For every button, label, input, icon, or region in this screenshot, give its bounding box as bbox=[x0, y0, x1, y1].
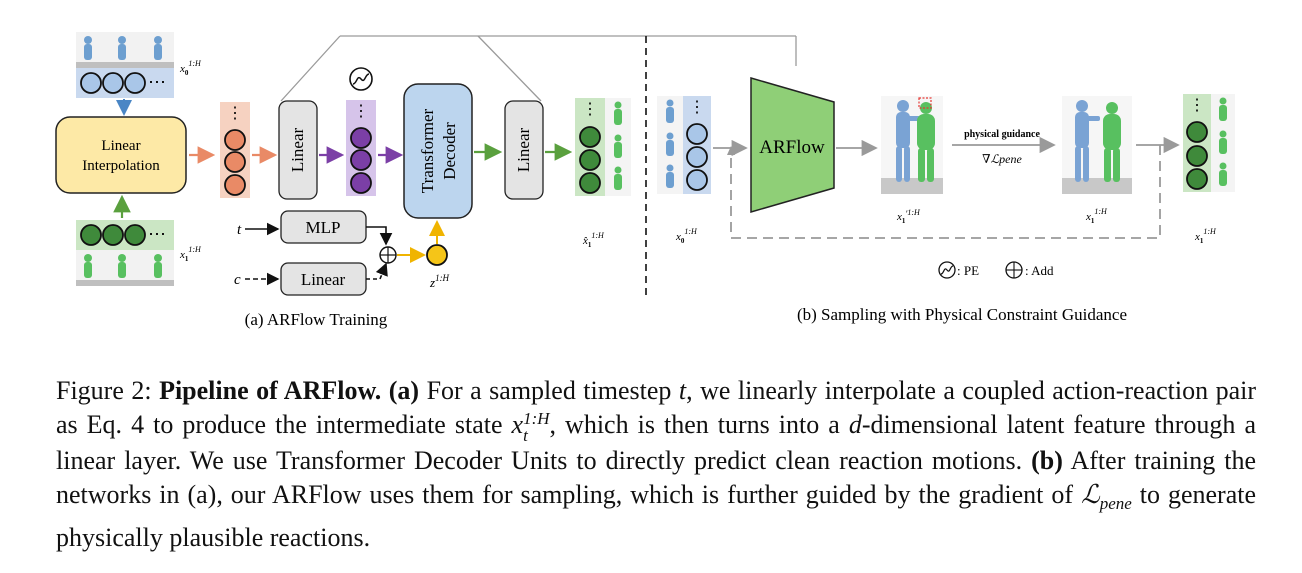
sampling-input-tokens: ⋮ bbox=[657, 96, 711, 194]
transformer-label-2: Decoder bbox=[440, 122, 459, 180]
z-label: z1:H bbox=[429, 273, 450, 290]
interp-label-1: Linear bbox=[101, 138, 140, 154]
caption-math-d: d bbox=[848, 410, 862, 439]
caption-text-5: After training the networks in (a), our … bbox=[56, 446, 1256, 510]
c-label: c bbox=[234, 272, 241, 288]
caption-text-3: , which is then turns into a bbox=[549, 410, 849, 439]
output-label: x̂11:H bbox=[582, 231, 605, 249]
svg-text:⋯: ⋯ bbox=[148, 72, 166, 92]
linear-input-layer: Linear bbox=[278, 100, 318, 200]
condition-linear-block: Linear bbox=[280, 262, 367, 296]
bottom-reaction-tokens: ⋯ bbox=[76, 220, 174, 250]
svg-text:⋮: ⋮ bbox=[582, 101, 598, 118]
latent-feature-tokens: ⋮ bbox=[346, 100, 376, 196]
svg-text:⋯: ⋯ bbox=[148, 224, 166, 244]
caption-text-2: , we linearly interpolate a coupled acti… bbox=[56, 376, 1257, 439]
arrow-linear-to-add bbox=[366, 262, 388, 280]
guidance-formula: ∇ℒpene bbox=[982, 152, 1022, 166]
svg-text:⋮: ⋮ bbox=[1189, 97, 1205, 114]
linear-output-layer: Linear bbox=[504, 100, 544, 200]
legend-add-label: : Add bbox=[1025, 263, 1054, 278]
physical-guidance-title: physical guidance bbox=[964, 129, 1040, 140]
pe-icon bbox=[349, 67, 373, 91]
interp-label-2: Interpolation bbox=[82, 158, 160, 174]
legend-pe-icon bbox=[938, 261, 956, 279]
top-action-tokens: ⋯ bbox=[76, 68, 174, 98]
transformer-decoder-block: Transformer Decoder bbox=[403, 83, 473, 219]
caption-title: Pipeline of ARFlow. bbox=[159, 376, 382, 405]
caption-a-label: (a) bbox=[381, 376, 420, 405]
final-reaction-tokens: ⋮ bbox=[1183, 94, 1235, 192]
top-input-label: x01:H bbox=[179, 59, 202, 77]
caption-text-6: to generate physically plausible reactio… bbox=[56, 480, 1257, 553]
legend-add-icon bbox=[1005, 261, 1023, 279]
arrow-mlp-to-add bbox=[366, 226, 393, 246]
add-operator-icon bbox=[379, 246, 397, 264]
intermediate-state-tokens: ⋮ bbox=[220, 102, 250, 198]
bottom-input-label: x11:H bbox=[179, 245, 202, 263]
shared-network-outline bbox=[280, 35, 797, 102]
t-label: t bbox=[237, 222, 242, 238]
part-a-subtitle: (a) ARFlow Training bbox=[245, 310, 388, 329]
predicted-reaction-tokens: ⋮ bbox=[575, 98, 631, 196]
figure-caption: Figure 2: Pipeline of ARFlow. (a) For a … bbox=[56, 374, 1256, 555]
loop-arrowhead bbox=[727, 146, 735, 155]
linear-interpolation-block: Linear Interpolation bbox=[55, 116, 187, 194]
caption-text-4: -dimensional latent feature through a li… bbox=[56, 410, 1256, 476]
guided-interaction-image bbox=[1062, 96, 1132, 194]
svg-text:⋮: ⋮ bbox=[353, 103, 369, 120]
part-b-subtitle: (b) Sampling with Physical Constraint Gu… bbox=[797, 305, 1127, 324]
guided-label: x11:H bbox=[1085, 207, 1108, 225]
condition-linear-label: Linear bbox=[301, 270, 346, 289]
predicted-label: x1′1:H bbox=[896, 208, 921, 225]
mlp-block: MLP bbox=[280, 210, 367, 244]
linear-output-label: Linear bbox=[514, 127, 533, 172]
svg-text:⋮: ⋮ bbox=[227, 105, 243, 122]
svg-text:⋮: ⋮ bbox=[689, 99, 705, 116]
arflow-network-block: ARFlow bbox=[750, 77, 835, 213]
mlp-label: MLP bbox=[306, 218, 341, 237]
linear-input-label: Linear bbox=[288, 127, 307, 172]
final-label: x11:H bbox=[1194, 227, 1217, 245]
legend: : PE : Add bbox=[938, 261, 1054, 279]
z-token bbox=[426, 244, 448, 266]
pipeline-figure: ⋯ x01:H Linear Interpolation ⋯ x11:H ⋮ bbox=[55, 32, 1235, 329]
top-action-motion-thumbnails bbox=[76, 32, 174, 68]
transformer-label-1: Transformer bbox=[418, 108, 437, 193]
caption-figure-number: Figure 2: bbox=[56, 376, 160, 405]
arflow-label: ARFlow bbox=[759, 137, 825, 158]
sampling-input-label: x01:H bbox=[675, 227, 698, 245]
caption-math-lpene: ℒpene bbox=[1080, 480, 1132, 514]
sampling-loop bbox=[730, 145, 1161, 239]
caption-math-t: t bbox=[678, 376, 687, 405]
bottom-reaction-motion-thumbnails bbox=[76, 250, 174, 286]
caption-text-1: For a sampled timestep bbox=[419, 376, 679, 405]
caption-b-label: (b) bbox=[1022, 446, 1063, 476]
legend-pe-label: : PE bbox=[957, 263, 979, 278]
predicted-interaction-image bbox=[881, 96, 943, 194]
